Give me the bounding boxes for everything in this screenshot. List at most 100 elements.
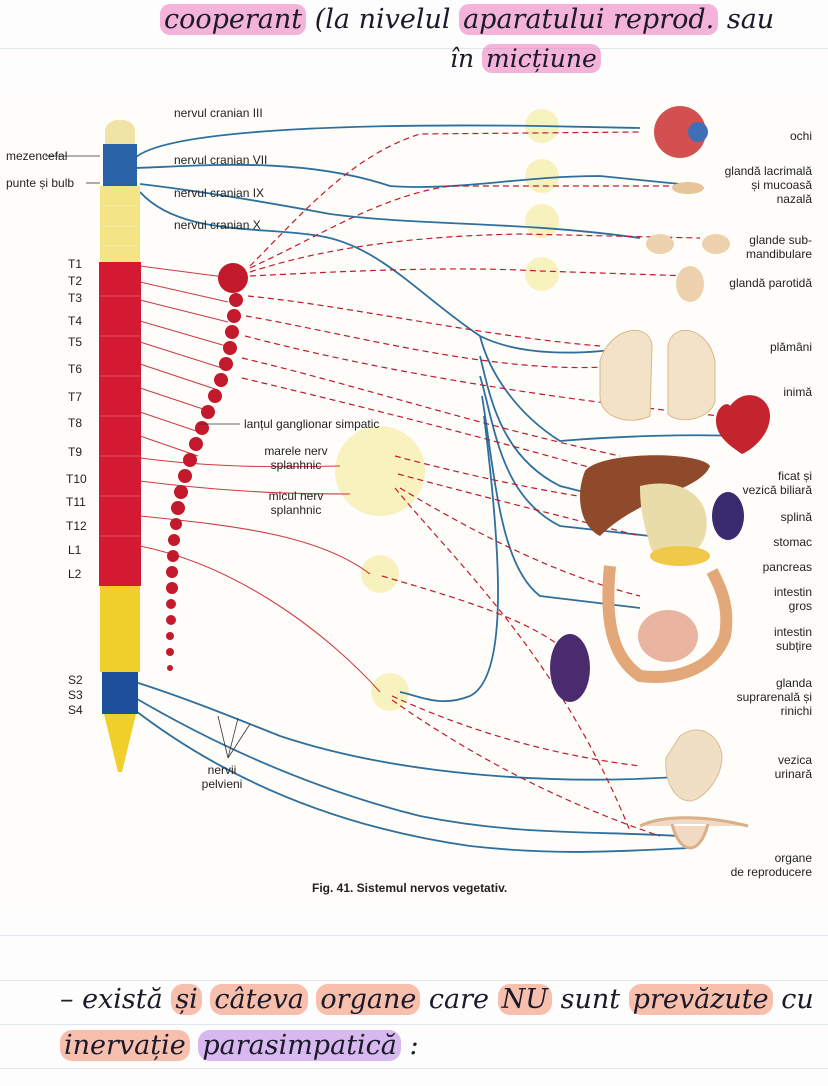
segment-labels: T1 T2 T3 T4 T5 T6 T7 T8 T9 T10 T11 T12 L… — [66, 257, 87, 717]
ruled-line — [0, 48, 828, 49]
segment-label: T3 — [68, 291, 82, 305]
label-cranial-nerve-ix: nervul cranian IX — [174, 186, 264, 200]
organ-labels: ochi glandă lacrimală și mucoasă nazală … — [725, 129, 813, 879]
label-cranial-nerve-iii: nervul cranian III — [174, 106, 263, 120]
label-spleen: splină — [781, 510, 813, 524]
autonomic-nervous-system-figure: nervul cranian III nervul cranian VII ne… — [0, 96, 828, 902]
ruled-line — [0, 1024, 828, 1025]
label-liver-1: ficat și — [778, 469, 812, 483]
label-lesser-splanchnic-1: micul nerv — [269, 489, 324, 503]
note-word-cateva: câteva — [210, 984, 308, 1015]
label-greater-splanchnic-1: marele nerv — [264, 444, 327, 458]
ganglia-halos — [335, 109, 559, 711]
segment-label: L2 — [68, 567, 82, 581]
segment-label: T12 — [66, 519, 87, 533]
label-liver-2: vezică biliară — [743, 483, 813, 497]
label-greater-splanchnic-2: splanhnic — [271, 458, 322, 472]
label-small-intestine-2: subțire — [776, 639, 812, 653]
label-leaders — [45, 155, 240, 425]
segment-label: S3 — [68, 688, 83, 702]
diagram-svg: nervul cranian III nervul cranian VII ne… — [6, 106, 813, 895]
note-text: cu — [772, 984, 814, 1015]
segment-label: T2 — [68, 274, 82, 288]
heart-organ — [716, 395, 770, 454]
sympathetic-postganglionic — [241, 131, 721, 837]
ruled-line — [0, 935, 828, 936]
label-cranial-nerve-x: nervul cranian X — [174, 218, 261, 232]
handwritten-note-line-4: inervație parasimpatică : — [60, 1030, 419, 1061]
label-eye: ochi — [790, 129, 812, 143]
small-intestine-organ — [638, 610, 698, 662]
label-mesencephalon: mezencefal — [6, 149, 67, 163]
segment-label: T11 — [66, 495, 86, 509]
label-adrenal-2: suprarenală și — [737, 690, 812, 704]
segment-label: T5 — [68, 335, 82, 349]
large-intestine-organ — [602, 565, 733, 683]
organs — [550, 106, 770, 850]
submandibular-gland-organ — [646, 234, 674, 254]
label-lacrimal-2: și mucoasă — [751, 178, 812, 192]
note-word-parasimpatica: parasimpatică — [198, 1030, 401, 1061]
note-text: sunt — [552, 984, 629, 1015]
segment-label: T8 — [68, 416, 82, 430]
segment-label: S2 — [68, 673, 83, 687]
note-text: în — [450, 44, 483, 73]
parasympathetic-nerves — [131, 124, 741, 853]
label-lesser-splanchnic-2: splanhnic — [271, 503, 322, 517]
segment-label: L1 — [68, 543, 82, 557]
pancreas-organ — [650, 546, 710, 566]
note-text: care — [420, 984, 498, 1015]
segment-label: T6 — [68, 362, 82, 376]
lungs-organ — [599, 330, 653, 421]
spleen-organ — [712, 492, 744, 540]
label-reproductive-2: de reproducere — [731, 865, 813, 879]
segment-label: T9 — [68, 445, 82, 459]
handwritten-note-line-3: – există și câteva organe care NU sunt p… — [60, 984, 814, 1015]
sympathetic-chain — [166, 263, 248, 671]
label-parotid: glandă parotidă — [729, 276, 812, 290]
ruled-line — [0, 980, 828, 981]
label-pelvic-nerves-1: nervii — [208, 763, 237, 777]
handwritten-note-line-1: cooperant (la nivelul aparatului reprod.… — [160, 4, 774, 35]
note-word-nu: NU — [497, 984, 552, 1015]
label-large-intestine-1: intestin — [774, 585, 812, 599]
note-word-mictiune: micțiune — [482, 44, 601, 73]
uterus-organ — [639, 816, 749, 850]
segment-label: T10 — [66, 472, 87, 486]
label-pelvic-nerves-2: pelvieni — [202, 777, 243, 791]
label-stomach: stomac — [773, 535, 812, 549]
note-text: – există — [60, 984, 172, 1015]
label-submandibular-1: glande sub- — [749, 233, 812, 247]
lacrimal-gland-organ — [672, 182, 704, 194]
label-lacrimal-1: glandă lacrimală — [725, 164, 813, 178]
note-word-si: și — [171, 984, 202, 1015]
label-reproductive-1: organe — [775, 851, 813, 865]
note-text: (la nivelul — [306, 4, 460, 35]
segment-label: S4 — [68, 703, 83, 717]
note-text: sau — [718, 4, 775, 35]
segment-label: T7 — [68, 390, 82, 404]
parotid-gland-organ — [676, 266, 704, 302]
label-adrenal-1: glanda — [776, 676, 812, 690]
kidney-organ — [550, 634, 590, 702]
label-pancreas: pancreas — [763, 560, 812, 574]
segment-label: T1 — [68, 257, 82, 271]
note-word-aparat: aparatului reprod. — [459, 4, 719, 35]
label-lungs: plămâni — [770, 340, 812, 354]
note-word-prevazute: prevăzute — [628, 984, 773, 1015]
figure-caption: Fig. 41. Sistemul nervos vegetativ. — [312, 881, 507, 895]
ruled-line — [0, 1068, 828, 1069]
pelvic-nerve-leaders — [217, 715, 251, 759]
label-small-intestine-1: intestin — [774, 625, 812, 639]
note-word-organe: organe — [316, 984, 421, 1015]
label-heart: inimă — [783, 385, 812, 399]
note-word-inervatie: inervație — [60, 1030, 190, 1061]
label-lacrimal-3: nazală — [777, 192, 813, 206]
spinal-cord — [99, 119, 141, 772]
label-cranial-nerve-vii: nervul cranian VII — [174, 153, 267, 167]
label-pons-medulla: punte și bulb — [6, 176, 74, 190]
label-sympathetic-chain: lanțul ganglionar simpatic — [244, 417, 379, 431]
label-large-intestine-2: gros — [789, 599, 812, 613]
label-bladder-1: vezica — [778, 753, 812, 767]
segment-label: T4 — [68, 314, 82, 328]
